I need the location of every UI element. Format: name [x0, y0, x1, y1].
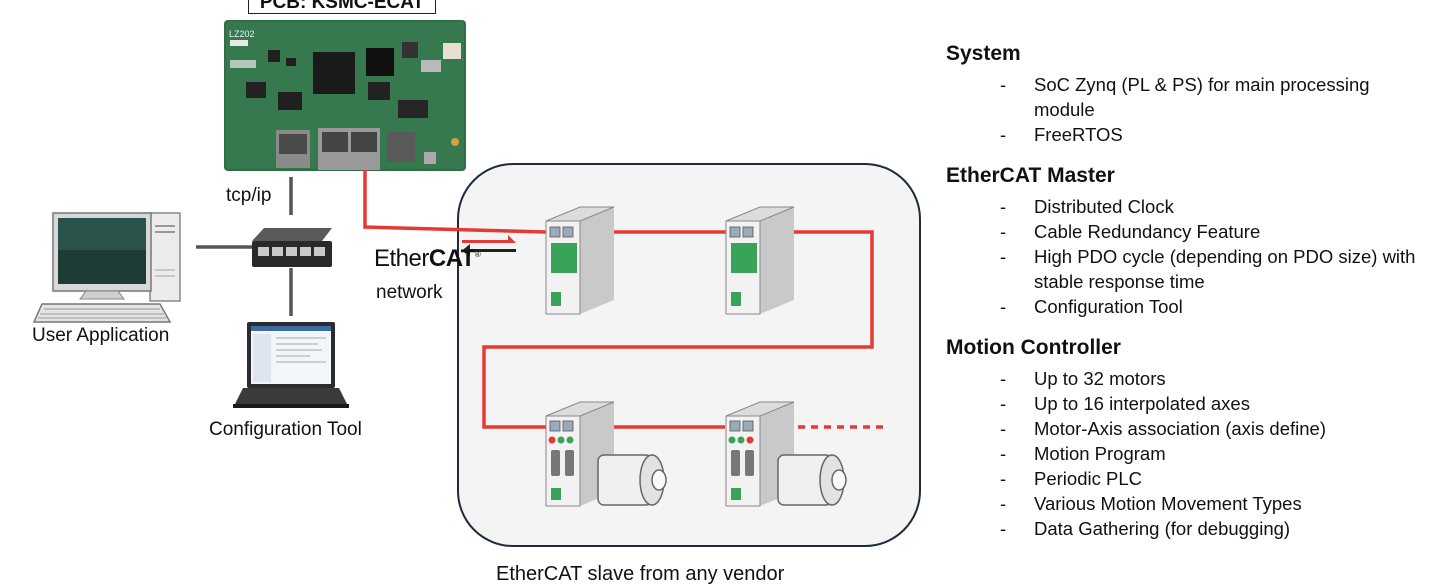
section-title: System [946, 42, 1021, 65]
servo-drive-icon [545, 206, 615, 315]
tcpip-cabling [196, 177, 293, 316]
network-switch-icon [252, 228, 332, 267]
feature-item: -Up to 16 interpolated axes [1000, 393, 1250, 414]
feature-item: -SoC Zynq (PL & PS) for main processing … [1000, 74, 1370, 120]
section-title: EtherCAT Master [946, 164, 1115, 187]
feature-list: System -SoC Zynq (PL & PS) for main proc… [946, 40, 1426, 556]
network-label: network [376, 282, 443, 303]
slave-caption: EtherCAT slave from any vendor [496, 563, 785, 585]
section-title: Motion Controller [946, 336, 1121, 359]
feature-section-ethercat-master: EtherCAT Master -Distributed Clock -Cabl… [946, 162, 1426, 319]
feature-item: -Distributed Clock [1000, 196, 1174, 217]
feature-items: -Distributed Clock -Cable Redundancy Fea… [946, 194, 1426, 319]
configuration-tool-label: Configuration Tool [209, 419, 362, 440]
feature-item: -FreeRTOS [1000, 124, 1123, 145]
servo-drive-icon [725, 206, 795, 315]
slave-panel [457, 163, 921, 547]
ethercat-cable [363, 170, 874, 429]
user-application-label: User Application [32, 325, 170, 346]
ethercat-logo: EtherCAT® [374, 245, 481, 273]
desktop-pc-icon [32, 212, 181, 323]
feature-item: -Cable Redundancy Feature [1000, 221, 1261, 242]
feature-item: -Periodic PLC [1000, 468, 1142, 489]
feature-item: -Motor-Axis association (axis define) [1000, 418, 1326, 439]
laptop-icon [233, 322, 349, 408]
ethercat-logo-mark: ® [474, 250, 481, 259]
feature-item: -Data Gathering (for debugging) [1000, 518, 1291, 539]
tcpip-label: tcp/ip [226, 185, 272, 206]
ethercat-arrow-icon [462, 235, 516, 257]
ethercat-logo-light: Ether [374, 245, 429, 272]
feature-items: -SoC Zynq (PL & PS) for main processing … [946, 72, 1426, 147]
feature-item: -Configuration Tool [1000, 296, 1183, 317]
feature-item: -Various Motion Movement Types [1000, 493, 1302, 514]
feature-section-system: System -SoC Zynq (PL & PS) for main proc… [946, 40, 1426, 147]
board-silkscreen: LZ202 [229, 29, 255, 39]
feature-item: -Motion Program [1000, 443, 1166, 464]
feature-item: -Up to 32 motors [1000, 368, 1166, 389]
servo-drive-with-motor-icon [545, 401, 667, 507]
pcb-label: PCB: KSMC-ECAT [248, 0, 436, 14]
pcb-board-image [224, 20, 466, 171]
servo-drive-with-motor-icon [725, 401, 847, 507]
feature-section-motion-controller: Motion Controller -Up to 32 motors -Up t… [946, 334, 1426, 541]
feature-item: -High PDO cycle (depending on PDO size) … [1000, 246, 1416, 292]
ethercat-logo-bold: CAT [428, 245, 476, 272]
feature-items: -Up to 32 motors -Up to 16 interpolated … [946, 366, 1426, 541]
